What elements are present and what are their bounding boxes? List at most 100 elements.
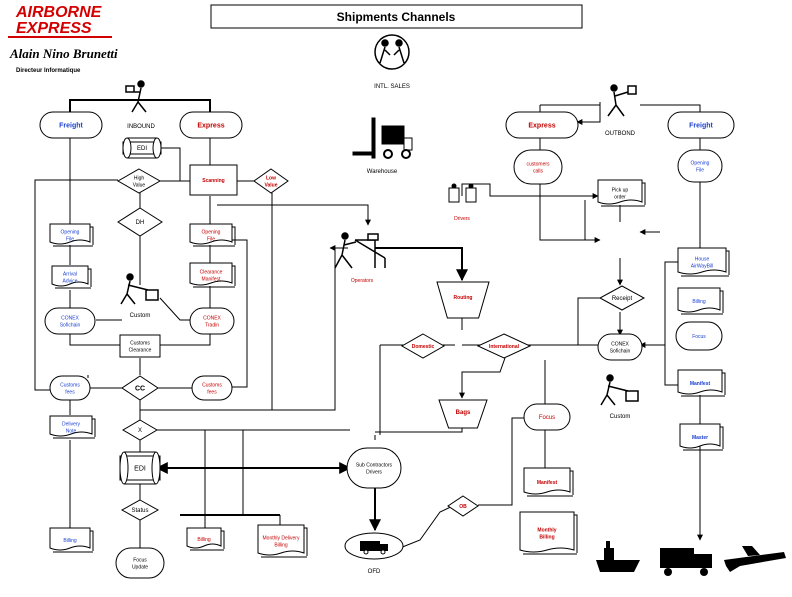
node-label: File	[66, 236, 74, 242]
drivers-label: Drivers	[454, 216, 470, 222]
operators-label: Operators	[351, 278, 374, 284]
node-label: Arrival	[63, 271, 77, 277]
intl-sales-label: INTL. SALES	[374, 84, 410, 90]
node-label: Opening	[202, 229, 221, 235]
node-label: Monthly Delivery	[263, 535, 300, 541]
node-label: Focus	[133, 557, 147, 563]
outbound-person-icon	[607, 84, 637, 117]
node-label: Opening	[691, 160, 710, 166]
signature: Alain Nino Brunetti	[9, 46, 118, 61]
node-master: Master	[679, 423, 724, 451]
node-label: CC	[135, 385, 145, 392]
forklift-icon	[352, 117, 413, 159]
node-label: Manifest	[690, 381, 711, 387]
node-express-in: Express	[179, 111, 243, 139]
plane-icon	[724, 546, 786, 572]
node-label: Sofichain	[60, 322, 81, 328]
node-dh: DH	[117, 207, 163, 237]
custom-in-label: Custom	[130, 313, 151, 319]
node-label: X	[138, 428, 142, 434]
node-label: Delivery	[62, 421, 81, 427]
node-label: Bags	[456, 410, 471, 416]
node-label: Express	[197, 122, 224, 129]
warehouse-label: Warehouse	[367, 169, 398, 175]
node-manifest-r: Manifest	[677, 369, 726, 397]
node-label: Freight	[689, 122, 713, 129]
node-edi-top: EDI	[122, 137, 162, 159]
operator-desk-icon	[334, 232, 386, 269]
node-label: Billing	[197, 537, 211, 543]
node-label: Monthly	[537, 527, 556, 533]
node-receipt: Receipt	[598, 285, 646, 311]
node-express-out: Express	[505, 111, 579, 139]
node-label: CONEX	[203, 315, 221, 321]
ship-icon	[596, 541, 640, 572]
custom-out-label: Custom	[610, 414, 631, 420]
node-label: Status	[131, 508, 148, 514]
node-label: Billing	[539, 534, 554, 540]
node-billing-m: Billing	[186, 527, 225, 551]
node-label: Domestic	[412, 344, 435, 350]
node-label: Value	[264, 182, 277, 188]
logo-line2: EXPRESS	[16, 20, 92, 37]
node-billing-l: Billing	[49, 527, 94, 553]
node-label: Sofichain	[610, 348, 631, 354]
outbond-label: OUTBOND	[605, 131, 636, 137]
node-label: Clearance	[129, 347, 152, 353]
node-label: CONEX	[61, 315, 79, 321]
node-label: Value	[133, 182, 146, 188]
page-title: Shipments Channels	[337, 10, 456, 24]
node-label: customers	[526, 161, 550, 167]
node-label: File	[696, 167, 704, 173]
node-scanning: Scanning	[189, 164, 238, 196]
node-label: Billing	[63, 538, 77, 544]
node-label: Customs	[130, 340, 150, 346]
node-label: CONEX	[611, 341, 629, 347]
node-billing-r: Billing	[677, 287, 724, 315]
node-label: Master	[692, 435, 708, 441]
node-label: EDI	[137, 146, 147, 152]
node-x-diamond: X	[122, 419, 158, 441]
node-label: Billing	[274, 542, 288, 548]
node-label: OB	[459, 504, 467, 510]
node-freight-in: Freight	[39, 111, 103, 139]
node-label: Advice	[62, 278, 77, 284]
node-freight-out: Freight	[667, 111, 735, 139]
node-label: calls	[533, 168, 544, 174]
connectors	[34, 99, 703, 549]
sales-person-icon	[374, 34, 410, 70]
node-label: OFD	[368, 569, 381, 575]
node-label: Freight	[59, 122, 83, 129]
node-label: High	[134, 175, 145, 181]
node-label: order	[614, 194, 626, 200]
node-ob: OB	[447, 495, 479, 517]
node-label: File	[207, 236, 215, 242]
node-label: fees	[65, 389, 75, 395]
node-international: International	[476, 333, 532, 359]
truck-icon	[660, 548, 712, 576]
node-label: Express	[528, 122, 555, 129]
node-edi-bottom: EDI	[119, 451, 161, 485]
node-label: Focus	[539, 415, 555, 421]
logo-line1: AIRBORNE	[15, 4, 103, 21]
node-label: Scanning	[202, 178, 225, 184]
node-label: Manifest	[537, 480, 558, 486]
node-label: AirWayBill	[691, 263, 714, 269]
